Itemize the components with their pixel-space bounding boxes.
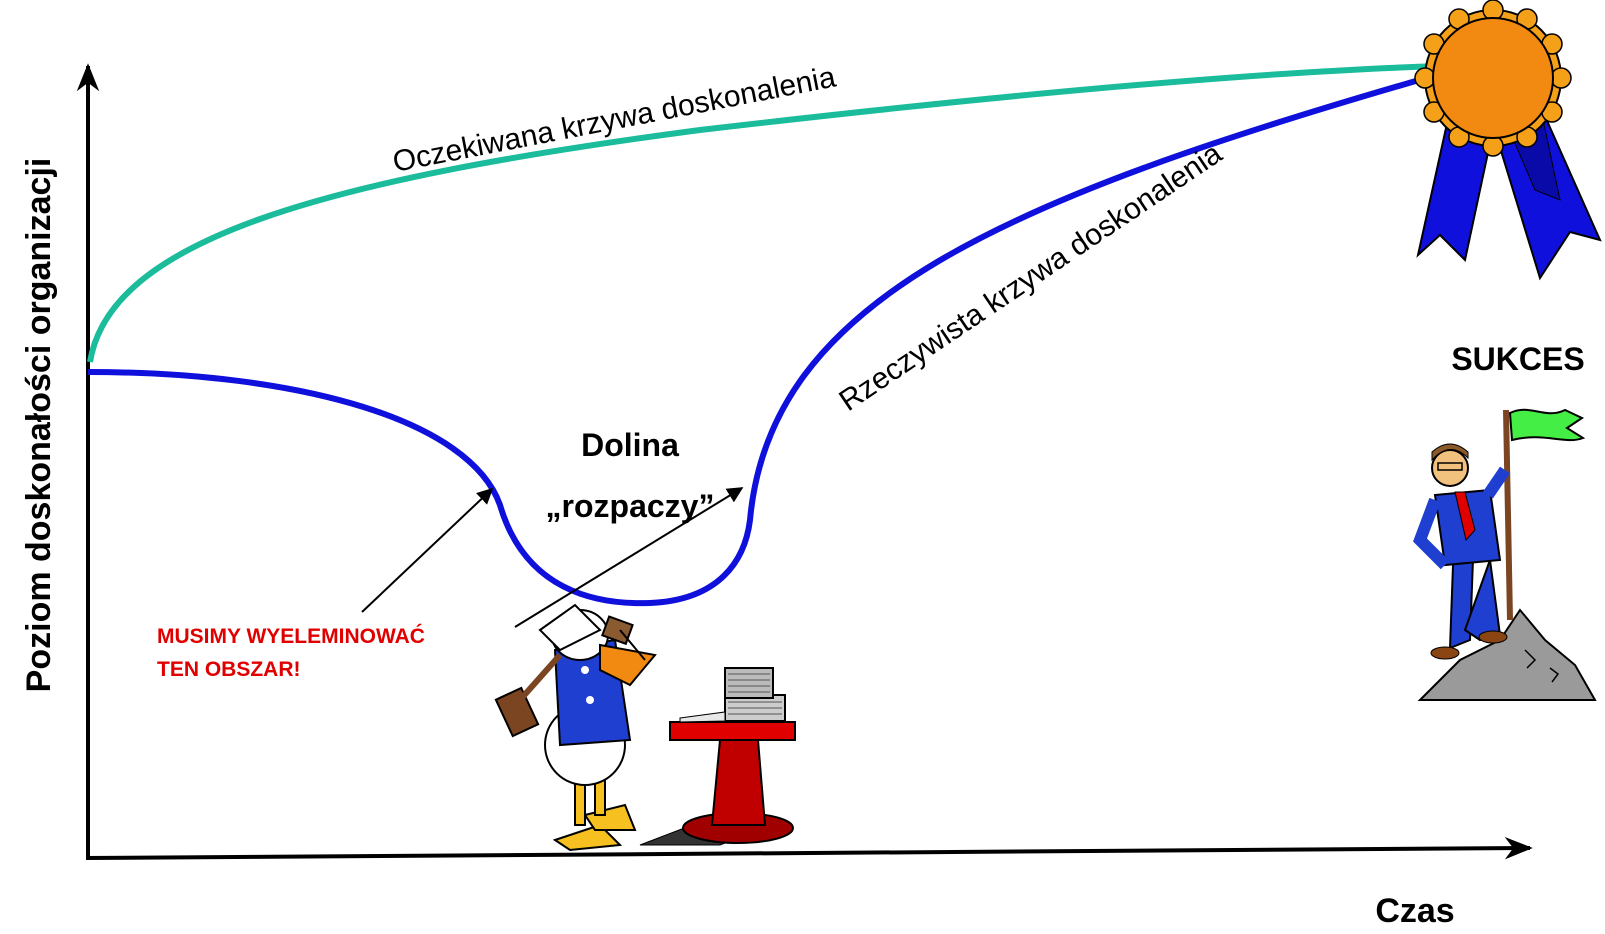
callout-line2: TEN OBSZAR! <box>157 658 301 681</box>
y-axis-label: Poziom doskonałości organizacji <box>20 158 58 693</box>
award-ribbon-icon <box>1414 0 1602 281</box>
x-axis <box>85 836 1533 860</box>
valley-label-line2: „rozpaczy” <box>546 488 715 524</box>
computer-desk-icon <box>639 667 796 846</box>
success-label: SUKCES <box>1451 341 1584 377</box>
climber-with-flag-icon <box>1413 408 1597 701</box>
frustrated-duck-icon <box>494 603 657 852</box>
actual-curve-label: Rzeczywista krzywa doskonalenia <box>833 137 1228 418</box>
x-axis-label: Czas <box>1375 892 1454 930</box>
valley-label-line1: Dolina <box>581 427 679 463</box>
callout-line1: MUSIMY WYELEMINOWAĆ <box>157 624 425 648</box>
actual-curve <box>87 71 1441 607</box>
expected-curve <box>87 63 1441 363</box>
callout-arrow-left <box>361 487 494 613</box>
callout-arrow-right <box>514 487 744 628</box>
